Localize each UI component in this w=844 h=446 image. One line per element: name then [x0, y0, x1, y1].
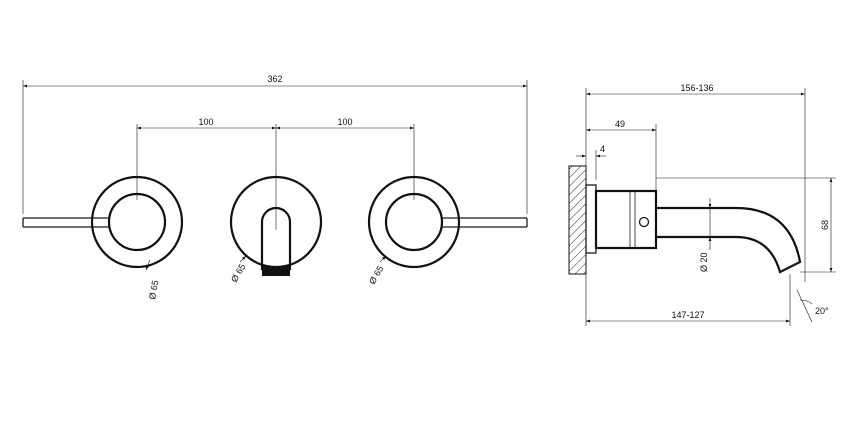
- mounting-plate: [585, 184, 597, 254]
- dimension-total-projection: 156-136: [586, 83, 805, 96]
- right-lever: [442, 217, 528, 228]
- overall-width-label: 362: [267, 74, 282, 84]
- right-rosette: [367, 175, 461, 269]
- left-diameter-label: Ø 65: [147, 279, 160, 300]
- right-diameter-label: Ø 65: [367, 264, 385, 286]
- dimension-spout-diameter: Ø 20: [699, 198, 712, 272]
- dimension-spout-reach: 147-127: [586, 274, 791, 326]
- left-knob: [107, 192, 167, 252]
- height-label: 68: [820, 220, 830, 230]
- valve-body: [594, 189, 658, 250]
- left-lever: [22, 217, 109, 228]
- plate-thickness-label: 4: [600, 144, 605, 154]
- dimension-spacing: 100 100: [136, 117, 415, 230]
- front-view: 362 100 100 Ø 65 Ø 65: [22, 74, 528, 300]
- dimension-plate-thickness: 4: [576, 144, 606, 158]
- screw-icon: [638, 216, 650, 228]
- center-spout: Ø 65: [229, 175, 323, 284]
- spout-side: [656, 206, 802, 274]
- dimension-overall-width: 362: [22, 74, 528, 214]
- body-depth-label: 49: [615, 119, 625, 129]
- left-rosette: [90, 175, 184, 269]
- spout-front: [260, 206, 292, 270]
- dimension-height: 68: [656, 177, 836, 273]
- total-projection-label: 156-136: [680, 83, 713, 93]
- dimension-body-depth: 49: [586, 119, 656, 132]
- right-knob: [384, 192, 444, 252]
- angle-label: 20°: [815, 306, 829, 316]
- spacing-left-label: 100: [198, 117, 213, 127]
- center-diameter-label: Ø 65: [229, 262, 247, 284]
- right-handle: Ø 65: [367, 175, 528, 286]
- spacing-right-label: 100: [337, 117, 352, 127]
- spout-tip: [779, 261, 801, 273]
- spout-reach-label: 147-127: [671, 310, 704, 320]
- spout-diameter-label: Ø 20: [699, 252, 709, 272]
- dimension-angle: 20°: [796, 289, 829, 323]
- wall-section: [568, 165, 587, 275]
- left-handle: Ø 65: [22, 175, 184, 300]
- side-view: 156-136 49 4 68: [568, 83, 836, 326]
- spout-outlet: [262, 266, 290, 276]
